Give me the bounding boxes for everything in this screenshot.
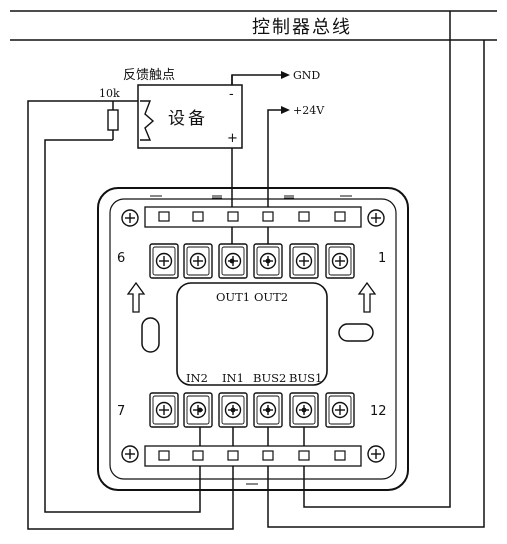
terminal-clip bbox=[192, 450, 204, 461]
corner-number-7: 7 bbox=[117, 404, 125, 419]
terminal-clip bbox=[192, 211, 204, 222]
terminal-clip bbox=[227, 450, 239, 461]
out1-label: OUT1 bbox=[216, 290, 250, 304]
terminal-inner bbox=[292, 395, 316, 425]
wire-bus-to-bus2 bbox=[267, 40, 485, 528]
terminal-clip bbox=[158, 211, 170, 222]
arrow-right bbox=[357, 281, 377, 313]
top-terminal-2 bbox=[183, 211, 213, 279]
terminal-clip bbox=[158, 450, 170, 461]
corner-screw-icon bbox=[121, 445, 139, 463]
terminal-clip bbox=[334, 211, 346, 222]
bottom-terminal-6 bbox=[325, 392, 355, 461]
corner-screw-icon bbox=[367, 209, 385, 227]
wire-24v bbox=[267, 109, 288, 261]
direction-arrows bbox=[126, 281, 377, 313]
bus1-label: BUS1 bbox=[289, 371, 322, 385]
bottom-terminal-1 bbox=[149, 392, 179, 461]
gnd-arrowhead bbox=[281, 71, 290, 79]
bottom-terminal-strip bbox=[144, 445, 362, 467]
mount-slot-right bbox=[338, 323, 374, 342]
terminal-inner bbox=[292, 246, 316, 276]
out2-label: OUT2 bbox=[254, 290, 288, 304]
corner-screw-icon bbox=[121, 209, 139, 227]
corner-number-6: 6 bbox=[117, 251, 125, 266]
terminal-inner bbox=[152, 246, 176, 276]
terminal-inner bbox=[186, 246, 210, 276]
terminal-clip bbox=[262, 450, 274, 461]
resistor-symbol bbox=[107, 109, 119, 131]
in1-label: IN1 bbox=[222, 371, 244, 385]
terminal-inner bbox=[328, 395, 352, 425]
feedback-contact-label: 反馈触点 bbox=[123, 68, 175, 83]
controller-bus bbox=[10, 10, 497, 41]
terminal-inner bbox=[256, 246, 280, 276]
device-plus: + bbox=[227, 131, 238, 146]
device-box bbox=[137, 84, 243, 149]
bus-label: 控制器总线 bbox=[252, 17, 352, 38]
terminal-inner bbox=[186, 395, 210, 425]
in2-label: IN2 bbox=[186, 371, 208, 385]
module-center-window bbox=[176, 282, 328, 386]
terminal-clip bbox=[298, 450, 310, 461]
module-outer-frame bbox=[97, 187, 409, 491]
device-minus: - bbox=[229, 87, 234, 102]
top-terminal-1 bbox=[149, 211, 179, 279]
corner-screws bbox=[121, 209, 385, 463]
terminal-clip bbox=[298, 211, 310, 222]
terminal-inner bbox=[256, 395, 280, 425]
top-terminal-5 bbox=[289, 211, 319, 279]
connection-dots bbox=[197, 258, 307, 413]
v24-arrowhead bbox=[281, 106, 290, 114]
module-body bbox=[97, 187, 409, 491]
terminal-inner bbox=[328, 246, 352, 276]
feedback-switch-symbol bbox=[140, 100, 155, 141]
terminal-inner bbox=[152, 395, 176, 425]
module-inner-frame bbox=[109, 198, 397, 480]
terminal-clip bbox=[334, 450, 346, 461]
module-marks bbox=[150, 195, 352, 485]
top-terminal-strip bbox=[144, 206, 362, 228]
resistor-label: 10k bbox=[99, 87, 120, 100]
top-terminal-6 bbox=[325, 211, 355, 279]
bus2-label: BUS2 bbox=[253, 371, 286, 385]
corner-number-1: 1 bbox=[378, 251, 386, 266]
terminal-inner bbox=[221, 246, 245, 276]
terminal-inner bbox=[221, 395, 245, 425]
v24-label: +24V bbox=[293, 104, 325, 117]
arrow-left bbox=[126, 281, 146, 313]
terminal-clip bbox=[227, 211, 239, 222]
wire-device-to-in2 bbox=[44, 139, 201, 513]
terminal-clip bbox=[262, 211, 274, 222]
mount-slot-left bbox=[141, 317, 160, 353]
device-label: 设备 bbox=[168, 109, 208, 129]
top-terminal-row bbox=[149, 211, 355, 279]
corner-screw-icon bbox=[367, 445, 385, 463]
corner-number-12: 12 bbox=[370, 404, 387, 419]
gnd-label: GND bbox=[293, 69, 320, 82]
